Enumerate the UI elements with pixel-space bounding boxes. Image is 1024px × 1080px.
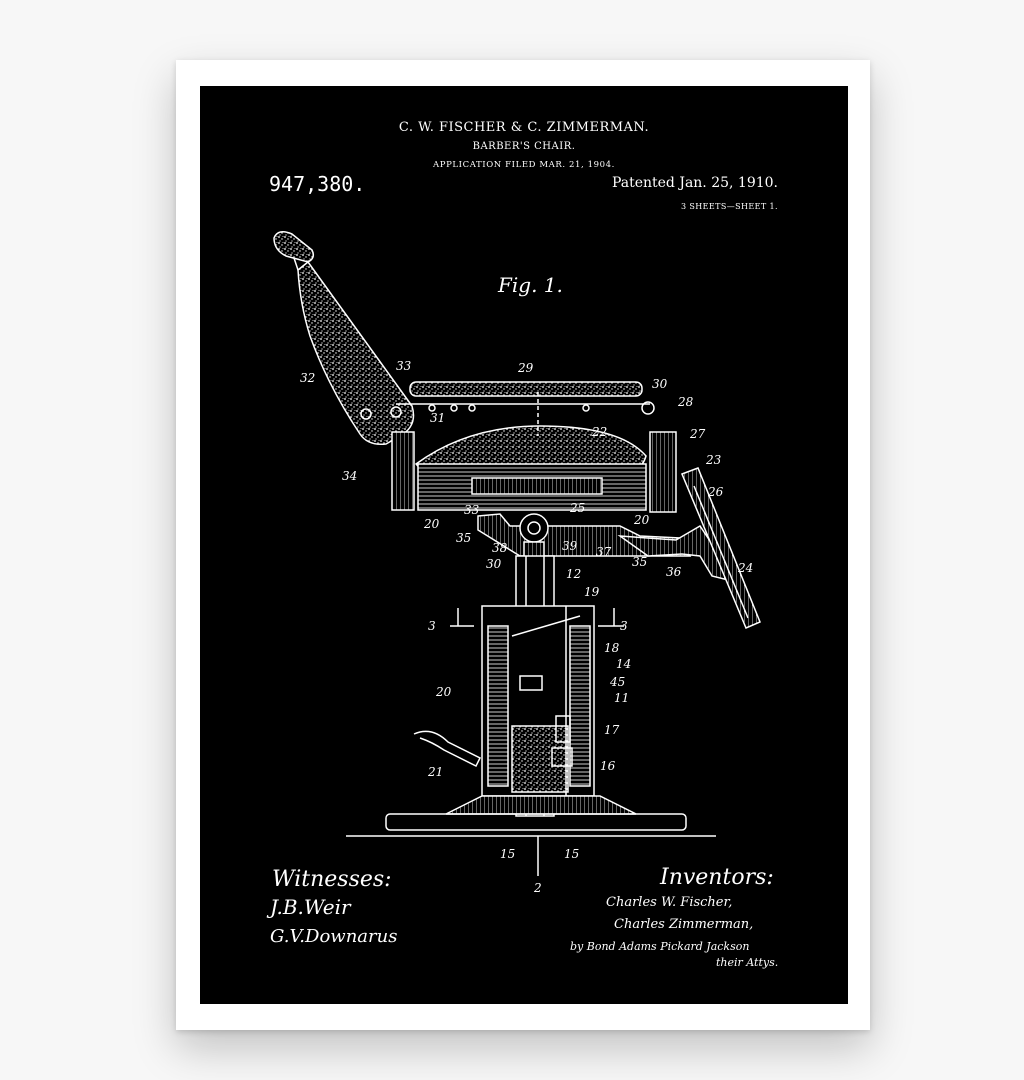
witnesses-label: Witnesses: [272, 867, 392, 892]
svg-text:38: 38 [492, 541, 508, 555]
pump-housing [481, 605, 595, 797]
svg-text:2: 2 [533, 881, 542, 895]
svg-text:15: 15 [564, 847, 579, 861]
svg-text:17: 17 [604, 723, 620, 737]
svg-text:16: 16 [600, 759, 616, 773]
patent-title: BARBER'S CHAIR. [472, 141, 576, 152]
svg-text:24: 24 [737, 561, 753, 575]
pump-pedal [413, 730, 482, 768]
seat-cushion [414, 425, 647, 511]
witness-2-signature: G.V.Downarus [270, 926, 397, 947]
svg-text:30: 30 [652, 377, 668, 391]
svg-text:45: 45 [609, 675, 625, 689]
barber-chair-drawing: Fig. 1. [266, 231, 778, 969]
svg-text:18: 18 [604, 641, 620, 655]
inventor-2-signature: Charles Zimmerman, [614, 917, 753, 932]
svg-text:35: 35 [632, 555, 647, 569]
svg-text:19: 19 [584, 585, 600, 599]
patent-sheets: 3 SHEETS—SHEET 1. [680, 202, 778, 211]
svg-text:29: 29 [517, 361, 534, 375]
svg-text:33: 33 [396, 359, 412, 373]
svg-text:35: 35 [456, 531, 471, 545]
svg-text:26: 26 [707, 485, 724, 499]
figure-label: Fig. 1. [497, 273, 563, 297]
svg-text:12: 12 [566, 567, 581, 581]
patent-date: Patented Jan. 25, 1910. [611, 175, 778, 191]
front-arm-post [391, 431, 415, 511]
svg-text:3: 3 [620, 619, 628, 633]
svg-text:27: 27 [689, 427, 706, 441]
attorneys-suffix: their Attys. [716, 956, 778, 969]
svg-text:34: 34 [342, 469, 357, 483]
patent-number: 947,380. [269, 172, 366, 196]
reference-numerals: 32 33 29 30 28 31 27 22 23 26 34 20 20 3… [300, 359, 753, 895]
svg-text:15: 15 [500, 847, 515, 861]
svg-text:39: 39 [562, 539, 578, 553]
svg-text:31: 31 [430, 411, 445, 425]
svg-text:22: 22 [591, 425, 607, 439]
svg-text:3: 3 [428, 619, 436, 633]
svg-text:32: 32 [300, 371, 315, 385]
inventors-label: Inventors: [659, 865, 774, 890]
svg-text:20: 20 [633, 513, 650, 527]
witness-1-signature: J.B.Weir [266, 895, 352, 919]
patent-poster: C. W. FISCHER & C. ZIMMERMAN. BARBER'S C… [200, 86, 848, 1004]
svg-text:28: 28 [677, 395, 694, 409]
svg-text:11: 11 [614, 691, 629, 705]
inventor-1-signature: Charles W. Fischer, [606, 895, 732, 910]
attorneys-signature: by Bond Adams Pickard Jackson [570, 940, 749, 953]
svg-text:37: 37 [596, 545, 612, 559]
rear-arm-post [649, 431, 677, 513]
svg-text:33: 33 [464, 503, 480, 517]
svg-text:36: 36 [666, 565, 682, 579]
patent-inventors-header: C. W. FISCHER & C. ZIMMERMAN. [398, 120, 650, 135]
base-flange [346, 795, 716, 837]
svg-text:23: 23 [705, 453, 722, 467]
svg-text:20: 20 [423, 517, 440, 531]
footrest [617, 467, 761, 629]
svg-text:21: 21 [427, 765, 443, 779]
backrest [297, 260, 415, 446]
svg-text:25: 25 [569, 501, 585, 515]
armrest [396, 381, 655, 415]
patent-filed-date: APPLICATION FILED MAR. 21, 1904. [433, 160, 615, 170]
svg-text:14: 14 [616, 657, 631, 671]
svg-text:20: 20 [435, 685, 452, 699]
svg-text:30: 30 [486, 557, 502, 571]
